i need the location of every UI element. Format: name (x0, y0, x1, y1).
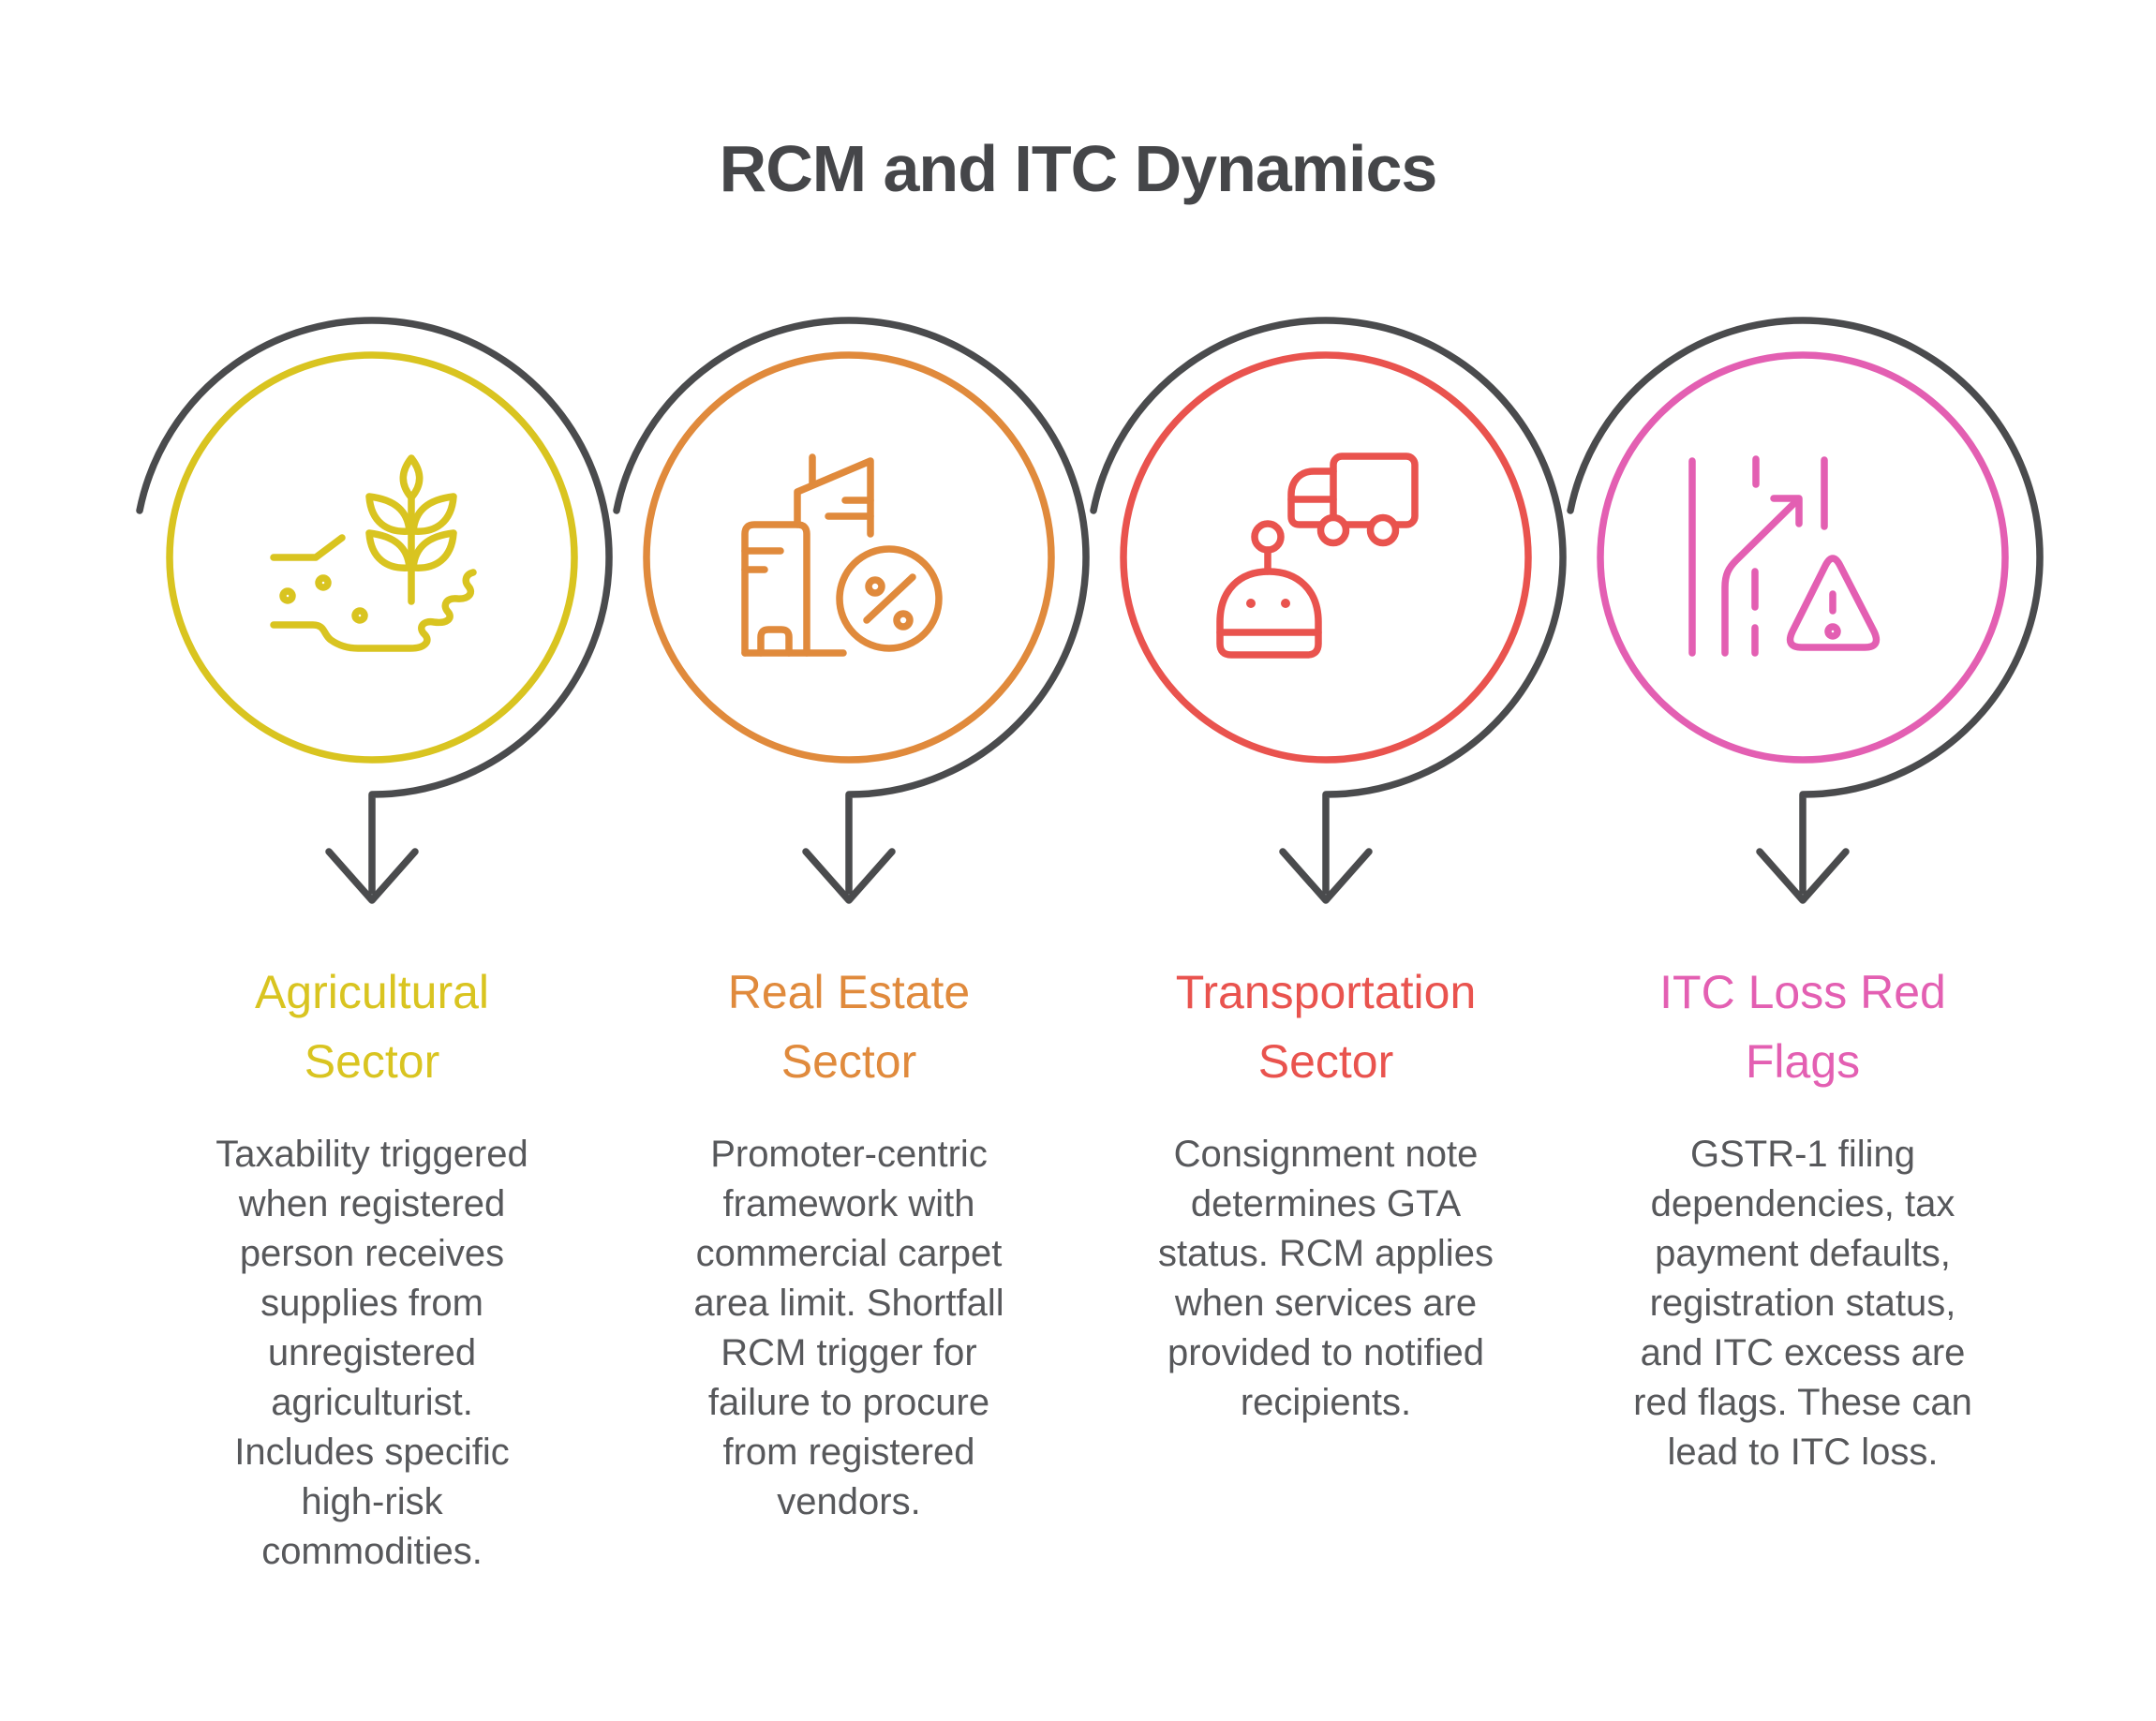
road-warning-icon (1688, 455, 1881, 657)
connector-swirl (1090, 317, 1567, 895)
module-title: Real Estate Sector (727, 966, 971, 1088)
module-description: Promoter-centric framework with commerci… (693, 1134, 1004, 1522)
module-agricultural-sector: Agricultural Sector Taxability triggered… (128, 309, 616, 1668)
connector-swirl (1567, 317, 2044, 895)
module-circle (643, 351, 1055, 764)
module-real-estate-sector: Real Estate Sector Promoter-centric fram… (605, 309, 1093, 1668)
agriculture-art (136, 317, 613, 904)
module-title: Transportation Sector (1175, 966, 1477, 1088)
module-circle (1120, 351, 1532, 764)
down-arrow-icon (1279, 848, 1373, 904)
module-transportation-sector: Transportation Sector Consignment note d… (1082, 309, 1569, 1668)
module-title: Agricultural Sector (254, 966, 490, 1088)
down-arrow-icon (802, 848, 896, 904)
itc-red-flags-art (1567, 317, 2044, 904)
down-arrow-icon (325, 848, 419, 904)
module-description: Taxability triggered when registered per… (216, 1134, 528, 1572)
module-circle (1597, 351, 2009, 764)
connector-swirl (136, 317, 613, 895)
truck-robot-icon (1216, 453, 1419, 659)
module-circle (166, 351, 578, 764)
hand-wheat-icon (270, 454, 477, 652)
module-title: ITC Loss Red Flags (1659, 966, 1946, 1088)
page-title: RCM and ITC Dynamics (719, 132, 1438, 205)
module-description: Consignment note determines GTA status. … (1158, 1134, 1494, 1423)
connector-swirl (613, 317, 1090, 895)
module-itc-loss-red-flags: ITC Loss Red Flags GSTR-1 filing depende… (1559, 309, 2046, 1668)
down-arrow-icon (1756, 848, 1850, 904)
real-estate-art (613, 317, 1090, 904)
buildings-percent-icon (741, 453, 943, 657)
transportation-art (1090, 317, 1567, 904)
module-description: GSTR-1 filing dependencies, tax payment … (1633, 1134, 1972, 1473)
